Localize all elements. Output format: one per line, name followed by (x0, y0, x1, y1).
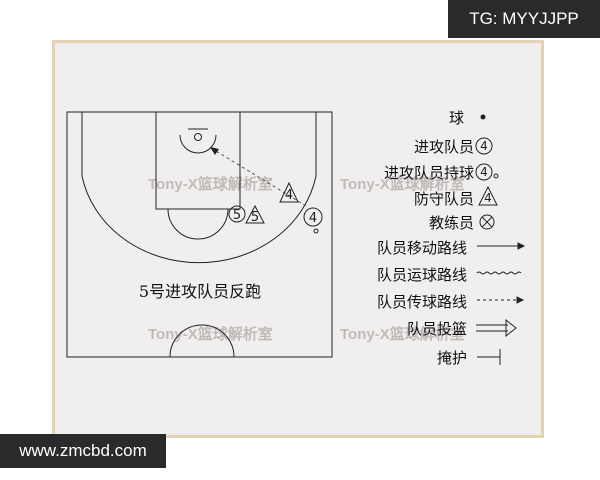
court-boundary (66, 111, 333, 358)
defense-player-5: 5 (245, 204, 265, 225)
diagram-panel (52, 40, 544, 438)
legend-defense-icon: 4 (478, 185, 498, 206)
site-watermark: www.zmcbd.com (0, 434, 166, 468)
legend-label-offense-ball: 进攻队员持球 (383, 164, 474, 182)
legend-label-screen: 掩护 (436, 349, 467, 367)
paint-lane (155, 111, 241, 210)
studio-watermark: Tony-X篮球解析室 (340, 325, 465, 343)
play-caption: 5号进攻队员反跑 (139, 282, 261, 301)
svg-text:5: 5 (251, 210, 259, 225)
legend-coach-icon (479, 214, 495, 230)
tg-watermark: TG: MYYJJPP (448, 0, 600, 38)
legend-offense-icon: 4 (475, 137, 493, 155)
offense-player-4-with-ball: 4 (303, 207, 323, 234)
svg-text:4: 4 (309, 211, 317, 226)
svg-text:4: 4 (480, 139, 488, 153)
legend-move-line-icon (477, 242, 526, 250)
studio-watermark: Tony-X篮球解析室 (148, 175, 273, 193)
restricted-arc (179, 134, 217, 154)
legend-shot-icon (476, 318, 517, 338)
legend-label-shot: 队员投篮 (406, 320, 467, 338)
defense-player-4: 4 (279, 181, 299, 203)
ball (313, 228, 319, 234)
legend-symbols: 4 4 4 (475, 114, 526, 365)
three-point-arc (81, 112, 317, 264)
offense-player-5: 5 (228, 205, 246, 223)
legend-pass-line-icon (477, 296, 525, 304)
free-throw-circle (167, 208, 229, 240)
legend-label-coach: 教练员 (428, 214, 474, 232)
studio-watermark: Tony-X篮球解析室 (148, 325, 273, 343)
svg-text:4: 4 (285, 188, 293, 203)
legend-label-offense: 进攻队员 (413, 138, 474, 156)
studio-watermark: Tony-X篮球解析室 (340, 175, 465, 193)
legend-ball-icon (480, 114, 486, 120)
legend-label-move: 队员移动路线 (376, 239, 467, 257)
legend-dribble-line-icon (476, 271, 522, 275)
legend-label-ball: 球 (448, 109, 464, 127)
svg-text:4: 4 (484, 191, 492, 205)
pass-arrowhead (210, 147, 219, 155)
center-circle (169, 324, 235, 358)
legend-label-dribble: 队员运球路线 (376, 266, 467, 284)
legend-label-defense: 防守队员 (413, 190, 474, 208)
legend-label-pass: 队员传球路线 (376, 293, 467, 311)
rim (194, 133, 202, 141)
svg-text:4: 4 (480, 165, 488, 179)
legend-screen-icon (477, 349, 501, 365)
svg-text:5: 5 (233, 208, 241, 223)
legend-offense-ball-icon: 4 (475, 163, 499, 181)
